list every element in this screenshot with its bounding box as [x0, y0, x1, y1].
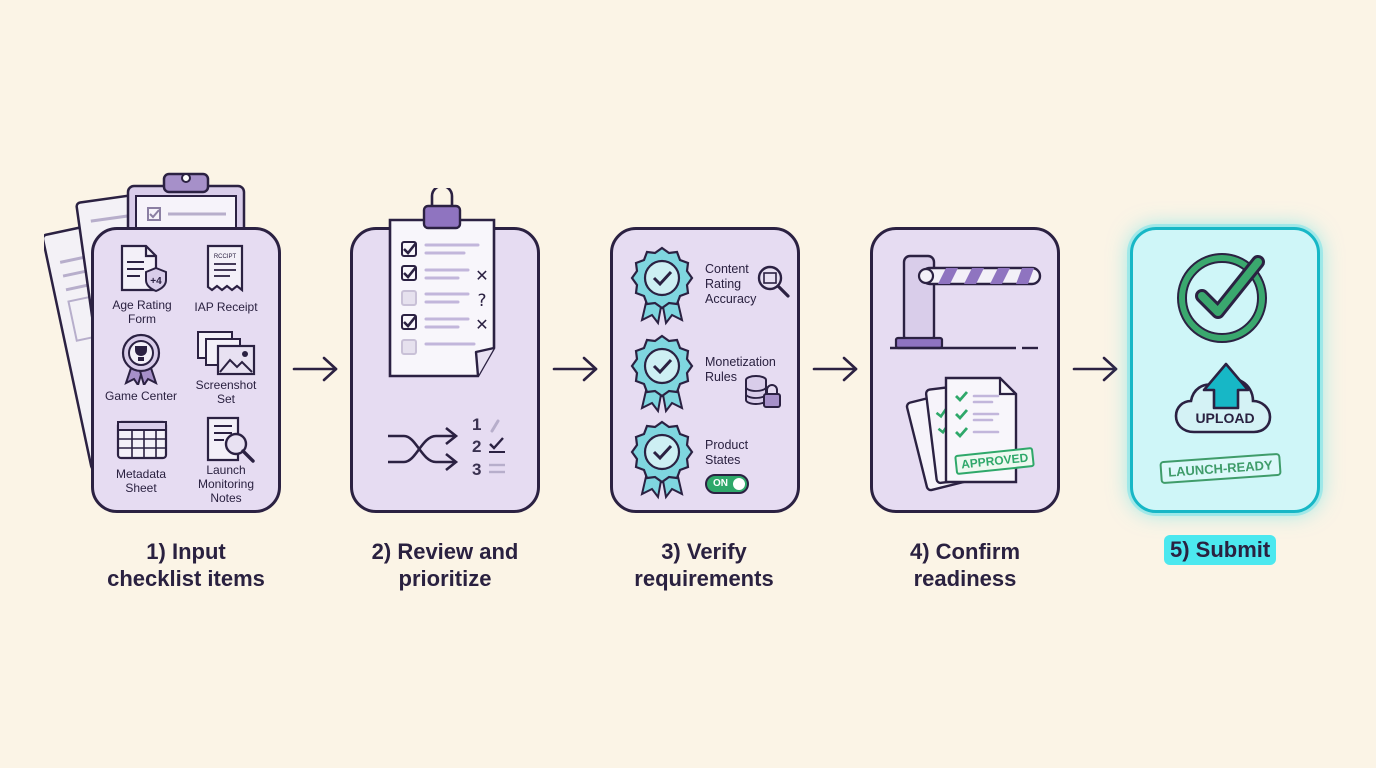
- coins-lock-icon: [745, 375, 781, 408]
- metadata-sheet-icon: [116, 420, 168, 460]
- step1-caption: 1) Input checklist items: [107, 539, 265, 591]
- metadata-sheet-label: Metadata Sheet: [115, 467, 167, 495]
- step4-caption: 4) Confirm readiness: [910, 539, 1020, 591]
- step3-caption: 3) Verify requirements: [634, 539, 774, 591]
- cloud-upload-icon: [1174, 362, 1272, 434]
- approved-documents-icon: [905, 376, 1018, 492]
- age-badge-text: +4: [150, 276, 162, 287]
- review-mark-3: ✕: [475, 315, 488, 334]
- content-rating-label: Content Rating Accuracy: [705, 262, 757, 306]
- launch-monitoring-notes-icon: [206, 416, 255, 463]
- iap-receipt-label: IAP Receipt: [194, 300, 258, 314]
- flow-arrow-4: [1072, 356, 1118, 382]
- verified-badge-icon-3: [630, 420, 694, 500]
- upload-label: UPLOAD: [1195, 410, 1255, 426]
- step5-caption: 5) Submit: [1164, 535, 1277, 565]
- verified-badge-icon-1: [630, 246, 694, 326]
- product-states-label: Product States: [705, 438, 749, 467]
- rank-number-3: 3: [472, 460, 482, 479]
- verified-badge-icon-2: [630, 334, 694, 414]
- rank-number-1: 1: [472, 415, 482, 434]
- checklist-clipboard-icon: ✕ ? ✕: [388, 188, 496, 378]
- review-mark-2: ?: [477, 291, 486, 311]
- flow-arrow-3: [812, 356, 858, 382]
- iap-receipt-icon: RCCIPT: [206, 244, 244, 293]
- review-mark-1: ✕: [475, 266, 488, 285]
- age-rating-label: Age Rating Form: [112, 298, 172, 326]
- step5-card: [1130, 227, 1320, 513]
- product-states-toggle: ON: [705, 474, 749, 494]
- magnifier-icon: [757, 265, 790, 298]
- shuffle-icon: [388, 426, 459, 472]
- receipt-word: RCCIPT: [214, 254, 237, 260]
- toggle-knob: [733, 478, 745, 490]
- step2-caption: 2) Review and prioritize: [371, 539, 519, 591]
- rank-number-2: 2: [472, 437, 482, 456]
- monetization-rules-label: Monetization Rules: [705, 355, 776, 384]
- game-center-label: Game Center: [104, 389, 178, 403]
- flow-arrow-2: [552, 356, 598, 382]
- screenshot-set-label: Screenshot Set: [195, 378, 257, 406]
- rank-indicators-icon: [489, 419, 505, 474]
- age-rating-form-icon: +4: [120, 244, 167, 293]
- boom-barrier-gate-icon: [890, 254, 1042, 350]
- screenshot-set-icon: [197, 331, 256, 376]
- game-center-trophy-icon: [121, 333, 161, 385]
- flow-arrow-1: [292, 356, 338, 382]
- toggle-label: ON: [713, 478, 728, 489]
- success-check-icon: [1177, 253, 1267, 343]
- launch-monitoring-label: Launch Monitoring Notes: [197, 463, 255, 505]
